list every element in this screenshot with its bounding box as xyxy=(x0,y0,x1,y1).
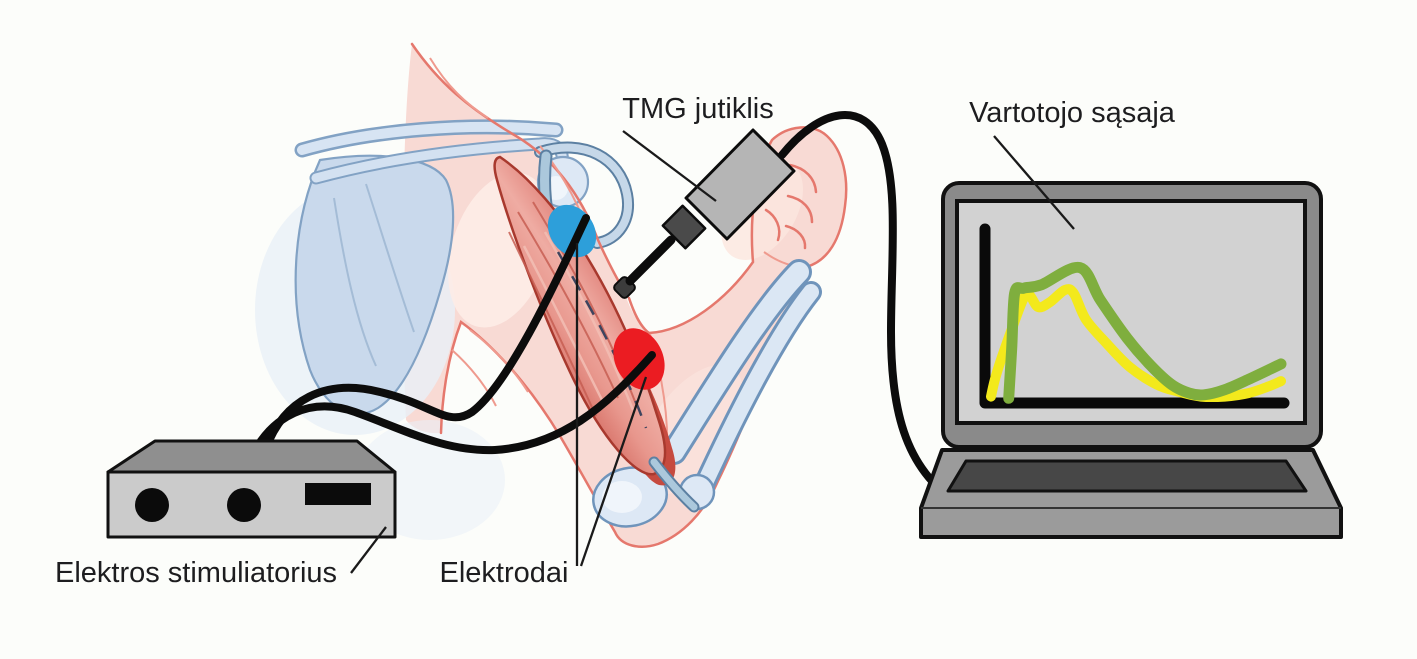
biceps-muscle xyxy=(493,155,667,476)
striation-light-2 xyxy=(522,245,606,405)
pointer-user-interface xyxy=(993,135,1075,230)
stimulator-knob-left[interactable] xyxy=(135,488,169,522)
scapula-line-2 xyxy=(365,183,415,333)
body-illustration xyxy=(255,42,848,548)
stimulator-display xyxy=(305,483,371,505)
muscle-dashed-centerline xyxy=(556,251,648,429)
biceps-tendon-bottom xyxy=(650,458,698,511)
label-user-interface: Vartotojo sąsaja xyxy=(969,97,1176,129)
electrical-stimulator xyxy=(106,439,397,539)
armpit-crease-1 xyxy=(469,329,529,393)
laptop-keyboard[interactable] xyxy=(946,459,1308,493)
cables xyxy=(248,111,962,507)
clavicle-fill xyxy=(297,121,561,155)
fist-fingers xyxy=(764,163,818,250)
ulna-bone xyxy=(695,284,819,495)
chart-axes xyxy=(979,223,1290,409)
chart-curves xyxy=(986,261,1287,404)
label-stimulator: Elektros stimuliatorius xyxy=(55,557,337,589)
laptop xyxy=(919,181,1343,539)
humerus-condyle-highlight xyxy=(602,481,642,513)
striation-dark-3 xyxy=(508,231,597,417)
neck-crease xyxy=(429,57,489,119)
sensor-to-laptop-cable xyxy=(778,111,962,507)
scapula xyxy=(294,154,455,415)
label-electrodes: Elektrodai xyxy=(440,557,569,589)
finger-curl-3 xyxy=(784,224,807,250)
stimulator-top-face xyxy=(106,439,397,474)
sensor-rod xyxy=(625,235,676,286)
pointer-stimulator xyxy=(350,526,387,574)
sensor-connector xyxy=(661,204,707,250)
striation-dark-1 xyxy=(517,211,619,399)
finger-curl-1 xyxy=(788,163,818,194)
electrode-red xyxy=(613,328,665,390)
finger-curl-2 xyxy=(786,194,814,224)
label-tmg-sensor: TMG jutiklis xyxy=(622,93,773,125)
curve-yellow xyxy=(986,284,1286,403)
curve-green xyxy=(1003,261,1287,404)
tmg-sensor xyxy=(613,128,796,299)
annotations: TMG jutiklis Vartotojo sąsaja Elektros s… xyxy=(55,93,1176,589)
thumb-curl xyxy=(764,208,781,242)
sensor-body xyxy=(684,128,796,241)
pointer-tmg-sensor xyxy=(622,130,717,202)
stimulator-knob-right[interactable] xyxy=(227,488,261,522)
scapula-line-1 xyxy=(333,197,377,367)
pointer-electrode-red xyxy=(579,376,648,567)
radius-bone xyxy=(664,262,809,462)
cable-to-blue-electrode xyxy=(262,214,590,452)
joint-capsule xyxy=(536,143,632,247)
armpit-crease-2 xyxy=(451,349,497,407)
cable-to-red-electrode xyxy=(248,351,656,460)
